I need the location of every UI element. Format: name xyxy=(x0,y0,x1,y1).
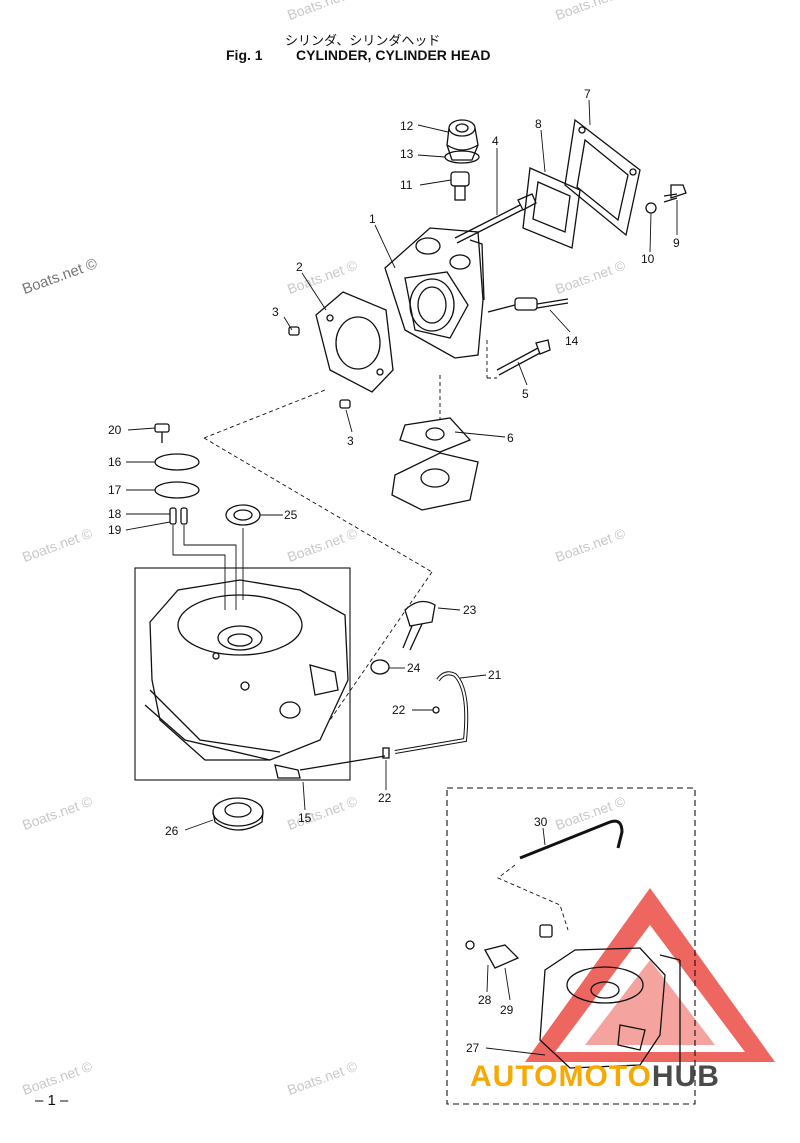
oil-seal xyxy=(225,504,261,526)
bolt xyxy=(496,339,551,376)
logo-text-b: HUB xyxy=(651,1060,720,1093)
automotohub-logo: AUTOMOTOHUB xyxy=(470,1060,720,1094)
callout-5: 5 xyxy=(522,387,529,401)
page-number: – 1 – xyxy=(35,1092,69,1109)
screw xyxy=(154,423,170,443)
variant-box xyxy=(446,787,696,1105)
oil-filler-plug xyxy=(402,600,436,651)
o-ring xyxy=(370,659,390,675)
callout-25: 25 xyxy=(284,508,298,522)
logo-triangle xyxy=(525,888,775,1062)
hex-bolt xyxy=(663,184,687,203)
callout-17: 17 xyxy=(108,483,122,497)
hose xyxy=(394,671,469,754)
screw xyxy=(465,940,475,950)
callout-12: 12 xyxy=(400,119,414,133)
cylinder-block xyxy=(384,227,485,359)
plate-gasket xyxy=(154,481,200,499)
callout-3: 3 xyxy=(272,305,279,319)
callout-28: 28 xyxy=(478,993,492,1007)
breather-pipe xyxy=(519,819,624,860)
callout-11: 11 xyxy=(400,178,413,192)
dowel-pin xyxy=(339,399,351,409)
washer xyxy=(645,202,657,214)
bearing xyxy=(212,797,264,831)
exhaust-cover xyxy=(564,118,641,237)
cover-gasket-6 xyxy=(399,417,472,453)
callout-23: 23 xyxy=(463,603,477,617)
spark-plug xyxy=(487,297,569,313)
thermostat-cover xyxy=(446,119,479,161)
callout-30: 30 xyxy=(534,815,548,829)
callout-29: 29 xyxy=(500,1003,514,1017)
callout-24: 24 xyxy=(407,661,421,675)
callout-9: 9 xyxy=(673,236,680,250)
figure-title: CYLINDER, CYLINDER HEAD xyxy=(296,47,491,63)
dowel-pin xyxy=(288,326,300,336)
callout-18: 18 xyxy=(108,507,122,521)
callout-21: 21 xyxy=(488,668,502,682)
variant-leaders xyxy=(497,864,569,931)
callout-22: 22 xyxy=(392,703,406,717)
pin xyxy=(180,507,188,525)
callout-6: 6 xyxy=(507,431,514,445)
exhaust-gasket xyxy=(522,167,581,249)
callout-3b: 3 xyxy=(347,434,354,448)
crankcase xyxy=(144,579,386,779)
callout-1: 1 xyxy=(369,212,376,226)
callout-16: 16 xyxy=(108,455,122,469)
figure-label: Fig. 1 xyxy=(226,47,263,63)
thermostat xyxy=(450,171,470,201)
callout-14: 14 xyxy=(565,334,579,348)
cover-plate xyxy=(391,452,479,511)
callout-4: 4 xyxy=(492,134,499,148)
hose-clip xyxy=(432,706,440,714)
crankcase-variant xyxy=(539,924,681,1070)
callout-2: 2 xyxy=(296,260,303,274)
callout-20: 20 xyxy=(108,423,122,437)
hose-clip xyxy=(382,747,390,759)
callout-7: 7 xyxy=(584,87,591,101)
head-gasket xyxy=(315,291,394,393)
pin xyxy=(169,507,177,525)
plate-gasket xyxy=(154,453,200,471)
breather-cover xyxy=(484,944,520,969)
callout-15: 15 xyxy=(298,811,312,825)
callout-10: 10 xyxy=(641,252,655,266)
callout-leaders xyxy=(125,99,678,1056)
callout-8: 8 xyxy=(535,117,542,131)
callout-numbers: 1 2 3 3 4 5 6 7 8 9 10 11 12 13 14 15 16… xyxy=(108,87,680,1055)
callout-19: 19 xyxy=(108,523,122,537)
callout-22b: 22 xyxy=(378,791,392,805)
callout-26: 26 xyxy=(165,824,179,838)
leader-lines xyxy=(203,340,497,721)
callout-27: 27 xyxy=(466,1041,480,1055)
title-japanese: シリンダ、シリンダヘッド xyxy=(285,34,441,49)
crankcase-frame xyxy=(134,567,351,781)
callout-13: 13 xyxy=(400,147,414,161)
logo-text-a: AUTOMOTO xyxy=(470,1060,652,1093)
